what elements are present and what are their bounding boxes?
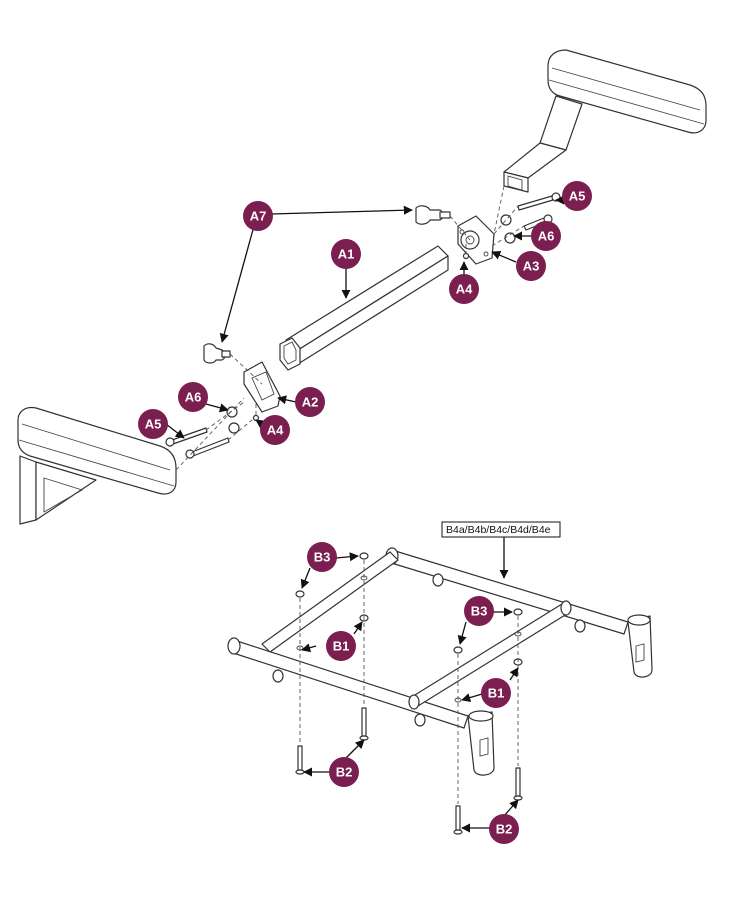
callout-a2-text: A2 [302,395,319,410]
screw-a5-left-upper [165,427,208,447]
knob-a7-lower [203,343,231,364]
callout-a4-top: A4 [449,274,479,304]
callout-a7-text: A7 [250,209,267,224]
callout-a3: A3 [516,251,546,281]
callout-a4-bottom: A4 [260,415,290,445]
bracket-a2 [243,361,281,413]
callout-a7: A7 [243,201,273,231]
callout-b2-right: B2 [489,814,519,844]
callout-b2-right-text: B2 [496,822,513,837]
callout-a6-right: A6 [531,221,561,251]
callout-a5-left-text: A5 [145,417,162,432]
callout-b2-left: B2 [329,757,359,787]
callout-a1: A1 [331,239,361,269]
callout-b2-left-text: B2 [336,765,353,780]
knob-a7-upper [415,205,451,225]
frame-reference-text: B4a/B4b/B4c/B4d/B4e [446,524,551,536]
callout-a6-left-text: A6 [185,390,202,405]
callout-b3-right: B3 [464,596,494,626]
callout-a5-right: A5 [562,181,592,211]
callout-a6-left: A6 [178,382,208,412]
callout-a1-text: A1 [338,247,355,262]
callout-b3-left: B3 [307,542,337,572]
callout-a6-right-text: A6 [538,229,555,244]
callout-a4-bottom-text: A4 [267,423,284,438]
callout-a5-left: A5 [138,409,168,439]
callout-b1-left: B1 [326,631,356,661]
washer-a6-left-lower [228,422,240,434]
callout-a4-top-text: A4 [456,282,473,297]
frame-reference-label: B4a/B4b/B4c/B4d/B4e [441,521,561,538]
callout-b3-left-text: B3 [314,550,331,565]
right-armrest [503,49,707,193]
callout-b1-left-text: B1 [333,639,350,654]
square-tube-a1 [279,245,449,371]
nut-a4-bottom [252,414,260,422]
callout-a5-right-text: A5 [569,189,586,204]
alignment-lines-top [175,185,525,471]
callout-b1-right-text: B1 [488,686,505,701]
screw-a5-left-lower [185,437,230,459]
left-armrest [17,406,177,525]
screw-a5-right-upper [517,192,561,211]
leader-lines-bottom [300,529,519,833]
callout-a2: A2 [295,387,325,417]
frame-bolts [295,707,523,835]
callout-b1-right: B1 [481,678,511,708]
callout-a3-text: A3 [523,259,540,274]
callout-b3-right-text: B3 [471,604,488,619]
nut-a4-top [462,252,470,260]
alignment-lines-bottom [299,560,519,804]
frame-weldment [227,547,653,776]
